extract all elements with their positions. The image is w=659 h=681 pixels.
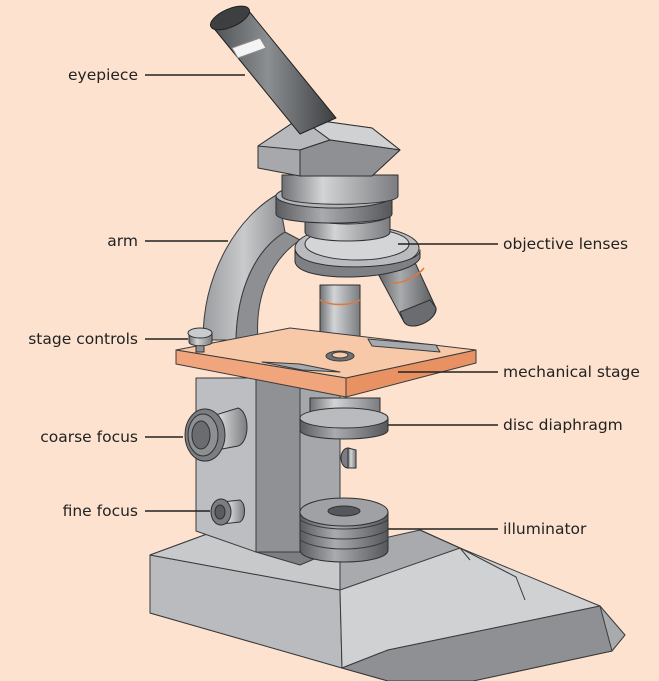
fine-focus-knob <box>211 499 245 525</box>
label-mechanical-stage: mechanical stage <box>503 363 640 381</box>
label-disc-diaphragm: disc diaphragm <box>503 416 623 434</box>
disc-diaphragm <box>300 398 388 439</box>
label-objective-lenses: objective lenses <box>503 235 628 253</box>
label-coarse-focus: coarse focus <box>40 428 138 446</box>
rear-knob <box>341 448 356 468</box>
label-fine-focus: fine focus <box>63 502 138 520</box>
label-eyepiece: eyepiece <box>68 66 138 84</box>
illuminator <box>300 498 388 562</box>
label-stage-controls: stage controls <box>28 330 138 348</box>
label-illuminator: illuminator <box>503 520 586 538</box>
eyepiece-tube <box>207 1 336 134</box>
label-arm: arm <box>107 232 138 250</box>
